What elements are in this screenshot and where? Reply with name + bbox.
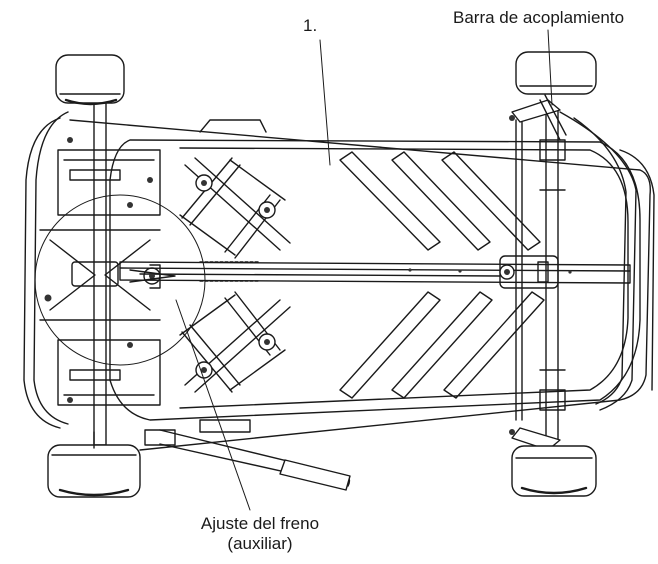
leader-lines: [175, 29, 553, 511]
rear-axle: [39, 94, 161, 446]
leader-tie-rod: [547, 29, 553, 106]
brake-detail: [34, 194, 206, 366]
front-wheel-bottom: [511, 445, 597, 497]
floor-slots-lower: [339, 291, 545, 399]
floor-slots-upper: [339, 151, 541, 251]
brake-lever: [144, 419, 351, 491]
brake-adjust-line1: Ajuste del freno: [200, 514, 320, 533]
leader-part-1: [319, 39, 331, 166]
front-wheel-top: [515, 51, 597, 95]
rear-wheel-top: [55, 54, 125, 106]
floor-panel: [109, 139, 641, 421]
leader-brake: [175, 299, 251, 511]
brake-adjust-label: Ajuste del freno (auxiliar): [185, 514, 335, 554]
tie-rod: [509, 94, 567, 451]
center-beam: [119, 261, 631, 284]
rear-wheel-bottom: [47, 431, 141, 498]
brake-adjust-line2: (auxiliar): [227, 534, 293, 553]
part-number-label: 1.: [303, 16, 318, 35]
front-axle: [499, 109, 566, 441]
seat-mount-upper: [179, 157, 291, 259]
tie-rod-label: Barra de acoplamiento: [453, 8, 625, 27]
outer-frame: [23, 111, 655, 451]
seat-mount-lower: [179, 291, 291, 393]
